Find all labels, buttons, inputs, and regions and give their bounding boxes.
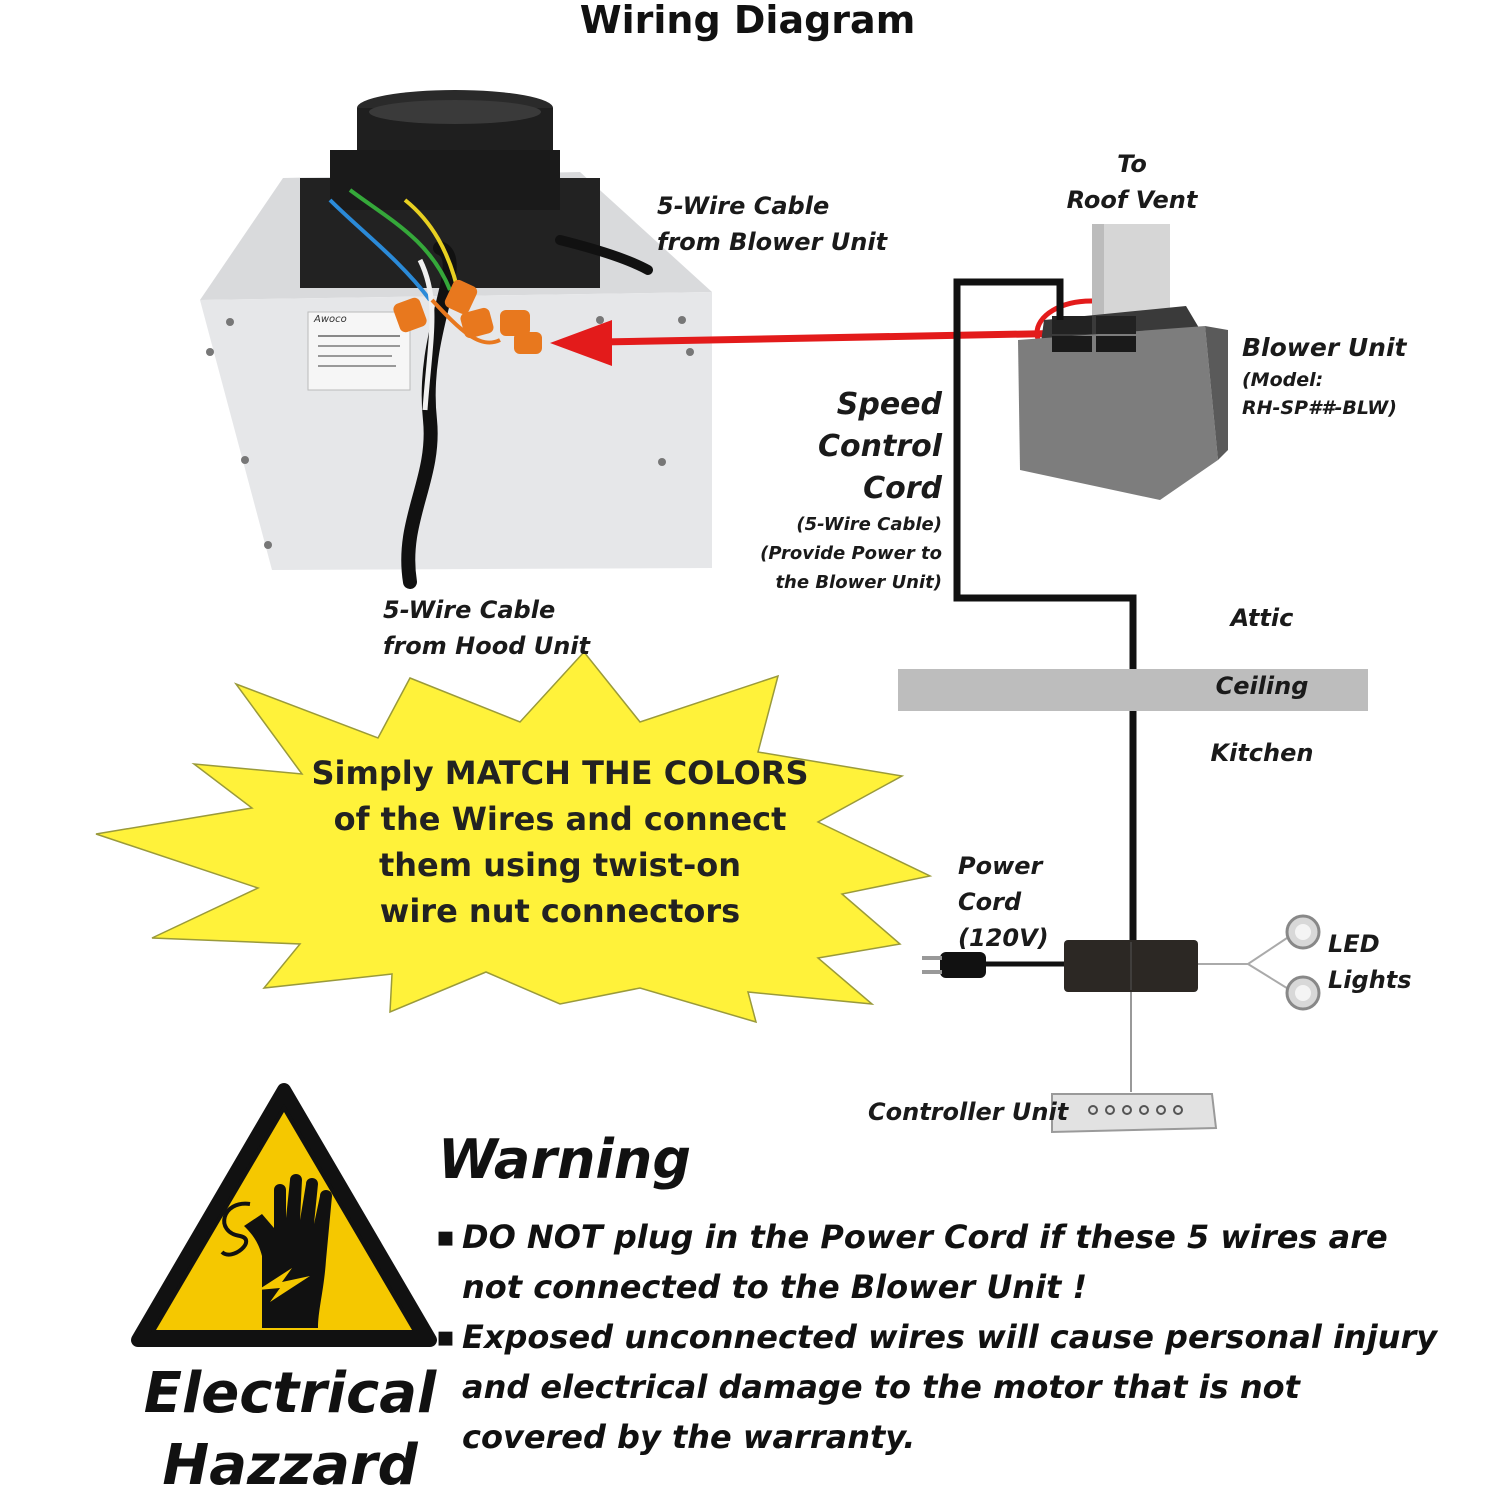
speed-control-cord	[953, 278, 1137, 942]
label-cable-hood: 5-Wire Cable from Hood Unit	[383, 596, 590, 660]
controller-unit-icon	[1051, 1093, 1218, 1134]
label-cable-blower: 5-Wire Cable from Blower Unit	[657, 192, 888, 256]
ceiling-band	[898, 669, 1368, 711]
starburst-text: Simply MATCH THE COLORS of the Wires and…	[311, 754, 809, 930]
starburst	[95, 650, 933, 1024]
warning-list: DO NOT plug in the Power Cord if these 5…	[436, 1212, 1446, 1462]
label-roof-vent: To Roof Vent	[1066, 150, 1198, 214]
junction-box	[1064, 940, 1198, 992]
warning-bullet: Exposed unconnected wires will cause per…	[436, 1312, 1446, 1462]
label-attic: Attic	[1230, 604, 1294, 632]
warning-bullet: DO NOT plug in the Power Cord if these 5…	[436, 1212, 1446, 1312]
hood-unit-illustration	[200, 90, 712, 589]
label-power-cord: Power Cord (120V)	[958, 852, 1049, 952]
label-blower-unit: Blower Unit (Model: RH-SP##-BLW)	[1242, 333, 1407, 419]
blower-unit-illustration	[1018, 224, 1228, 500]
hood-label-brand: Awoco	[314, 314, 347, 325]
electrical-hazard-icon	[131, 1083, 437, 1347]
label-speed-control-cord: Speed Control Cord (5-Wire Cable) (Provi…	[760, 387, 942, 593]
power-plug-icon	[922, 952, 1064, 978]
label-controller-unit: Controller Unit	[868, 1098, 1069, 1126]
label-ceiling: Ceiling	[1215, 672, 1309, 700]
warning-title: Warning	[438, 1128, 692, 1191]
page-title: Wiring Diagram	[579, 0, 916, 42]
led-lights-icon	[1198, 914, 1321, 1011]
label-kitchen: Kitchen	[1210, 739, 1314, 767]
label-led-lights: LED Lights	[1328, 930, 1412, 994]
hazard-caption: Electrical Hazzard	[143, 1361, 437, 1498]
